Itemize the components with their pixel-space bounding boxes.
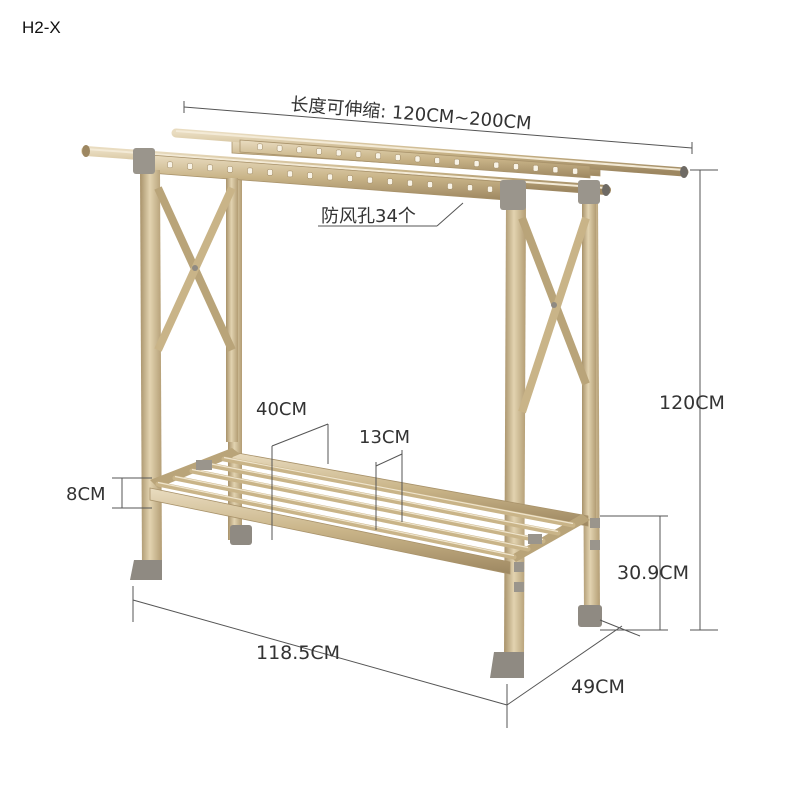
wind-hole xyxy=(532,164,539,172)
shelf-rod xyxy=(189,468,546,544)
shelf-front-rail xyxy=(149,487,511,575)
wind-hole xyxy=(467,184,473,191)
front-right-frame xyxy=(490,180,600,678)
wind-hole xyxy=(552,166,559,173)
rod-end-cap xyxy=(82,145,90,157)
shelf-joint xyxy=(528,534,542,544)
front-left-foot xyxy=(130,560,162,580)
shelf-rod xyxy=(155,481,517,560)
right-inner-leg xyxy=(582,198,596,520)
rod-end-cap xyxy=(680,166,688,178)
back-right-foot xyxy=(578,605,602,627)
wind-hole xyxy=(296,146,303,154)
height-label: 120CM xyxy=(659,392,725,414)
wind-hole xyxy=(513,163,519,170)
dimension-lines xyxy=(112,101,718,728)
wind-hole xyxy=(276,145,283,152)
holes-leader-line xyxy=(436,202,464,227)
front-left-frame xyxy=(130,148,238,580)
wind-hole xyxy=(427,181,433,188)
wind-hole xyxy=(347,175,353,182)
wind-holes xyxy=(167,143,578,193)
model-code: H2-X xyxy=(22,18,61,37)
shelf-rod xyxy=(206,462,561,536)
back-rod xyxy=(171,128,689,177)
wind-hole xyxy=(247,167,253,175)
wind-hole xyxy=(327,173,333,181)
wind-hole xyxy=(267,169,273,176)
width-dim-line xyxy=(132,599,508,706)
wind-hole xyxy=(473,160,480,167)
depth-label: 49CM xyxy=(571,676,625,698)
wind-hole xyxy=(355,151,362,158)
wind-hole xyxy=(487,185,493,193)
shelf-joint xyxy=(514,582,524,592)
shelf-rod-highlight xyxy=(157,481,515,557)
shelf-joint xyxy=(196,460,212,470)
rod-end-cap xyxy=(602,184,610,196)
right-rear-joint-cap xyxy=(578,180,600,204)
shelf-rod-highlight xyxy=(174,475,529,549)
shelf-rods xyxy=(155,456,576,560)
wind-hole xyxy=(287,170,293,178)
wind-hole xyxy=(414,155,421,163)
wind-hole xyxy=(307,172,313,179)
wind-hole xyxy=(335,149,342,157)
wind-hole xyxy=(493,161,500,169)
front-left-leg xyxy=(140,170,162,568)
dim-tick xyxy=(599,619,641,637)
depth-dim-line xyxy=(506,625,623,706)
shelf-height-label: 30.9CM xyxy=(617,562,689,584)
rod-spacing-label: 13CM xyxy=(359,427,410,448)
wind-hole xyxy=(207,164,213,172)
shelf-depth-dim-line xyxy=(271,423,329,447)
shelf-rod-highlight xyxy=(208,462,559,533)
wind-hole xyxy=(454,158,460,166)
wind-hole xyxy=(167,161,173,169)
wind-hole xyxy=(407,179,413,187)
wind-hole xyxy=(447,182,453,190)
bottom-shelf xyxy=(149,448,600,592)
length-dim-line xyxy=(183,106,693,149)
rail-height-label: 8CM xyxy=(66,484,106,505)
shelf-joint xyxy=(514,562,524,572)
shelf-rod xyxy=(172,475,531,552)
shelf-joint xyxy=(590,518,600,528)
brace-pivot xyxy=(192,265,198,271)
perforated-bar xyxy=(149,139,591,201)
wind-hole xyxy=(367,176,373,184)
wind-hole xyxy=(257,143,263,151)
holes-label: 防风孔34个 xyxy=(321,206,416,227)
shelf-joint xyxy=(590,540,600,550)
left-inner-leg xyxy=(226,178,238,442)
back-left-foot xyxy=(230,525,252,545)
front-right-foot xyxy=(490,652,524,678)
wind-hole xyxy=(316,148,322,155)
right-cross-brace-b xyxy=(518,216,590,414)
back-rod-highlight xyxy=(175,130,685,171)
length-label: 长度可伸缩: 120CM~200CM xyxy=(290,94,533,134)
wind-hole xyxy=(395,154,401,161)
wind-hole xyxy=(387,178,393,185)
brace-pivot xyxy=(551,302,557,308)
wind-hole xyxy=(434,157,440,164)
wind-hole xyxy=(227,166,233,173)
shelf-rod xyxy=(221,456,576,528)
shelf-rod-highlight xyxy=(223,456,574,525)
shelf-depth-label: 40CM xyxy=(256,399,307,420)
wind-hole xyxy=(572,167,578,175)
right-joint-cap xyxy=(500,180,526,210)
wind-hole xyxy=(187,163,193,170)
right-cross-brace-a xyxy=(518,216,590,386)
wind-hole xyxy=(375,152,381,160)
left-joint-cap xyxy=(133,148,155,174)
shelf-rod-highlight xyxy=(191,468,544,541)
width-label: 118.5CM xyxy=(256,642,340,664)
rod-spacing-dim-line xyxy=(375,453,403,467)
